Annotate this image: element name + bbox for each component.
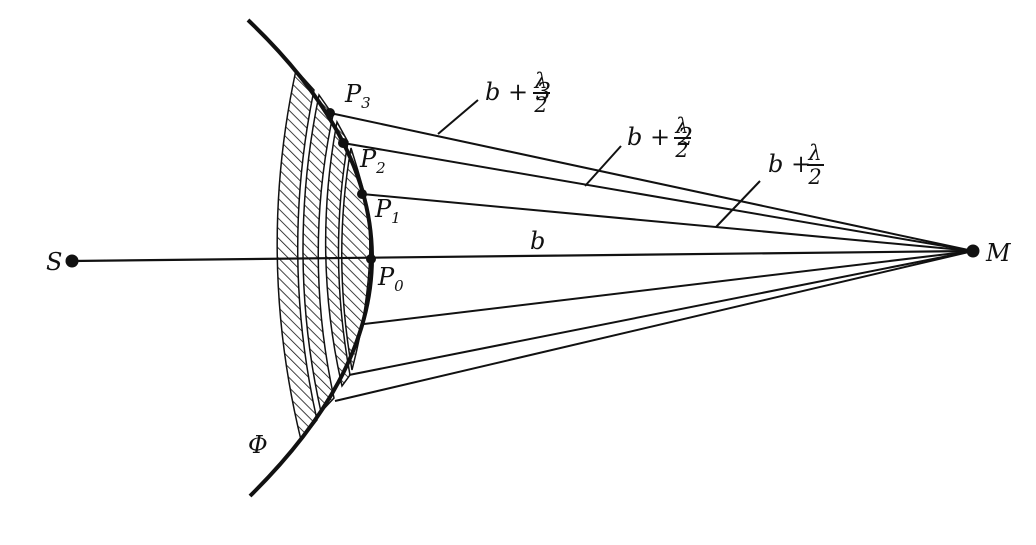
- path-b-label: b: [530, 227, 545, 255]
- leader-b2: [584, 145, 622, 187]
- svg-text:b +: b +: [768, 150, 811, 178]
- ray-p3: [329, 112, 974, 252]
- leader-b1: [715, 180, 761, 228]
- ray-p1: [361, 193, 974, 252]
- point-p3: [325, 108, 335, 118]
- svg-text:λ: λ: [674, 114, 688, 138]
- observer-label: M: [985, 239, 1012, 267]
- path-b1-label: b + λ 2: [768, 141, 824, 189]
- svg-text:2: 2: [533, 93, 547, 117]
- p2-label: P2: [359, 145, 386, 177]
- ray-lower-1: [363, 250, 974, 325]
- point-p1: [357, 189, 367, 199]
- source-point: [65, 254, 79, 268]
- p1-label: P1: [374, 195, 401, 227]
- svg-text:λ: λ: [807, 141, 821, 165]
- svg-text:λ: λ: [533, 69, 547, 93]
- path-b3-label: b + 3 λ 2: [485, 69, 551, 117]
- p0-label: P0: [377, 263, 404, 295]
- zone-3-hatch: [302, 93, 335, 414]
- ray-lower-3: [334, 250, 974, 402]
- ray-p2: [342, 142, 974, 252]
- axis-line: [71, 249, 974, 263]
- source-label: S: [46, 248, 62, 276]
- point-p2: [338, 138, 348, 148]
- leader-b3: [437, 99, 479, 135]
- path-b2-label: b + 2 λ 2: [627, 114, 693, 162]
- svg-text:2: 2: [807, 165, 821, 189]
- ray-lower-2: [348, 250, 974, 376]
- p3-label: P3: [344, 80, 371, 112]
- zone-2-hatch: [324, 119, 351, 388]
- point-p0: [366, 254, 376, 264]
- observer-point: [966, 244, 980, 258]
- svg-text:2: 2: [674, 138, 688, 162]
- wavefront-label: Φ: [248, 431, 268, 459]
